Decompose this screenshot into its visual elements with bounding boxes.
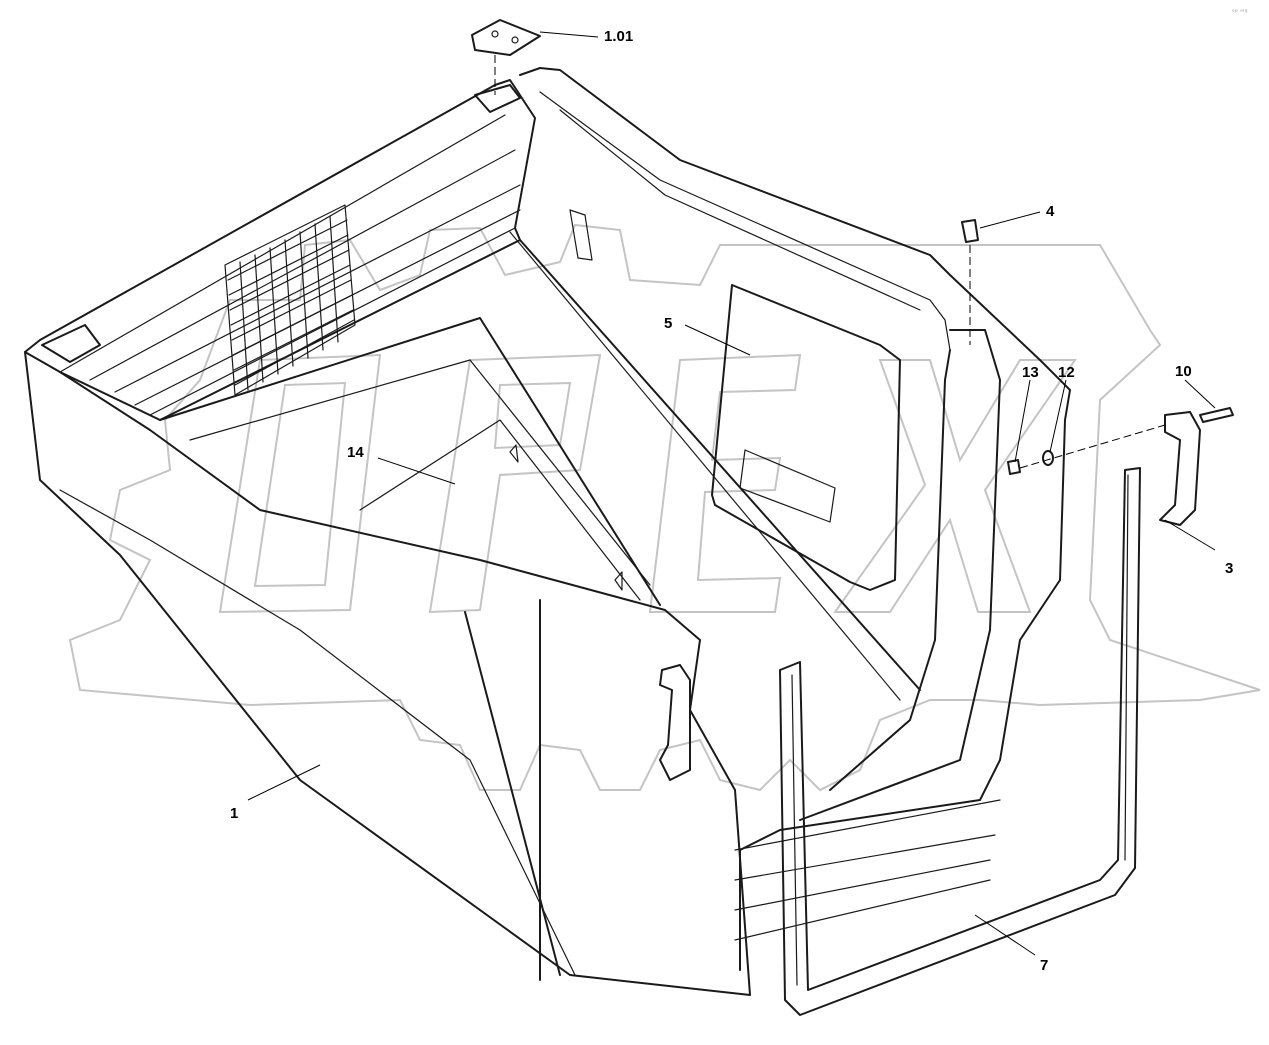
leader-10 [1184, 379, 1216, 409]
leader-7 [974, 914, 1036, 956]
fastener-axis-line [1019, 424, 1166, 469]
hinge-hole-2 [511, 36, 519, 44]
callout-12: 12 [1058, 364, 1075, 381]
leader-1 [247, 764, 321, 801]
callout-14: 14 [347, 444, 364, 461]
bracket-strip [569, 209, 593, 261]
callout-labels: 1.01 4 5 13 12 10 3 14 1 7 [230, 28, 1233, 974]
shell-rail-ribs [59, 114, 521, 416]
part-7-seal [779, 467, 1141, 1016]
callout-1-01: 1.01 [604, 28, 633, 45]
watermark-letter-o [218, 353, 382, 614]
shell-door-frame-inner [539, 91, 951, 351]
callout-10: 10 [1175, 363, 1192, 380]
handle-mounted [659, 664, 691, 781]
shell-pillar [799, 329, 1001, 821]
leader-1-01 [539, 31, 599, 38]
leader-13 [1014, 379, 1031, 463]
leader-lines [247, 31, 1216, 956]
callout-13: 13 [1022, 364, 1039, 381]
leader-14 [377, 457, 456, 485]
shell-lower-edge [59, 489, 576, 976]
fitting-b [614, 571, 623, 591]
corner-mark: ᵉᵖ ᵃʳᵍ [1232, 8, 1248, 16]
hinge-mount-bracket [474, 84, 521, 113]
part-13-nut [1007, 459, 1021, 475]
callout-5: 5 [664, 315, 672, 332]
part-12-washer [1042, 450, 1054, 466]
mesh-grille [224, 204, 356, 396]
leader-3 [1164, 519, 1216, 551]
watermark-letter-e [648, 353, 802, 613]
leader-12 [1049, 379, 1067, 453]
washer-shape [1042, 450, 1054, 466]
watermark-letter-x [833, 359, 1077, 613]
watermark [68, 223, 1261, 792]
hinge-hole-1 [491, 30, 499, 38]
part-10-bolt [1199, 407, 1234, 423]
seal-inner [791, 474, 1129, 986]
fitting-a [509, 444, 519, 463]
mesh-grille-outline [224, 204, 356, 396]
watermark-gear [68, 223, 1261, 792]
callout-1: 1 [230, 805, 238, 822]
leader-4 [979, 211, 1041, 229]
part-1-cab-shell [24, 67, 1071, 996]
part-5-panel-cover [711, 284, 901, 591]
stud-body [961, 219, 979, 243]
shell-floor-opening [159, 239, 921, 691]
nut-shape [1007, 459, 1021, 475]
shell-outer-wall [24, 351, 751, 996]
shell-top-rail [24, 79, 536, 421]
part-4-stud [961, 219, 979, 345]
callout-3: 3 [1225, 560, 1233, 577]
cover-outline [711, 284, 901, 591]
handle-body [1159, 411, 1201, 526]
hinge-left-bracket [41, 324, 101, 363]
watermark-letter-p [428, 353, 602, 614]
part-1-01-hinge [41, 19, 541, 363]
hinge-plate [471, 19, 541, 56]
shell-side-panel [464, 599, 561, 981]
mesh-grille-hatch [227, 215, 355, 391]
cover-recess [739, 449, 836, 523]
part-3-handle [659, 411, 1201, 781]
shell-inner-floor [189, 231, 901, 701]
seal-outer [779, 467, 1141, 1016]
bolt-body [1199, 407, 1234, 423]
shell-door-frame [519, 67, 1071, 971]
callout-4: 4 [1046, 203, 1055, 220]
leader-5 [684, 324, 751, 356]
floor-fittings [509, 209, 623, 591]
shell-floor-steps [734, 799, 1001, 941]
callout-7: 7 [1040, 957, 1048, 974]
